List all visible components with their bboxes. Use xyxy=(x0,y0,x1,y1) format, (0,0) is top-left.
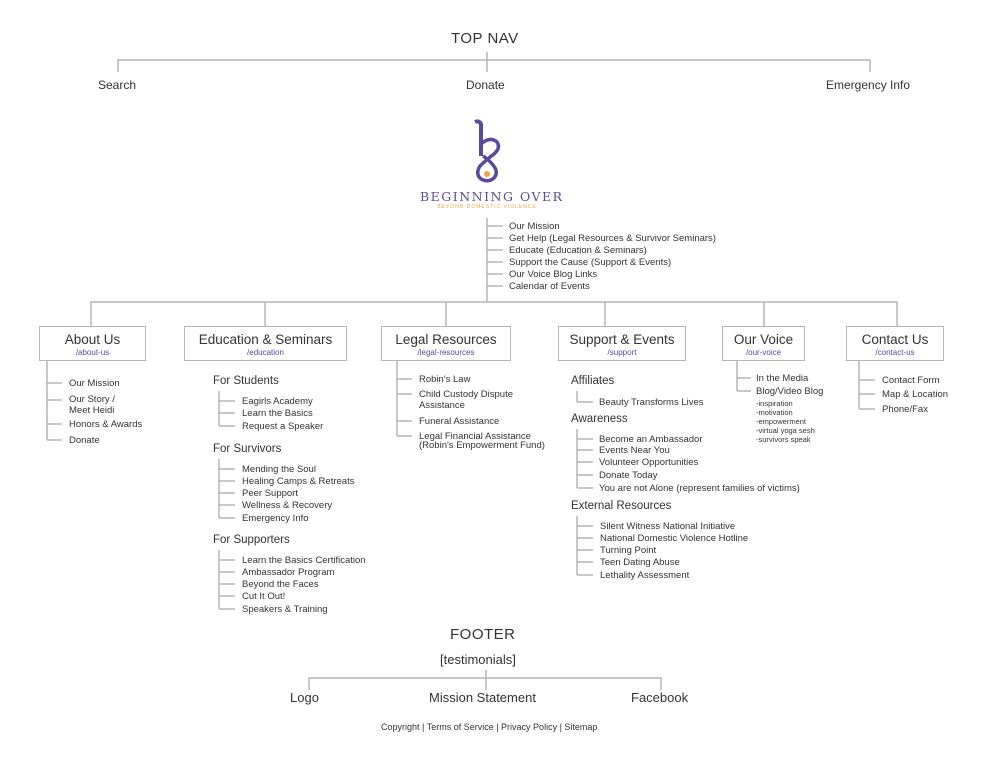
support-item[interactable]: Donate Today xyxy=(599,470,658,481)
education-item[interactable]: Emergency Info xyxy=(242,513,309,524)
legal-resources-url: /legal-resources xyxy=(417,348,475,357)
about-us-url: /about-us xyxy=(75,348,110,357)
about-meet-heidi[interactable]: Meet Heidi xyxy=(69,405,115,416)
education-item[interactable]: Learn the Basics Certification xyxy=(242,555,366,566)
voice-blog[interactable]: Blog/Video Blog xyxy=(756,386,824,397)
about-us-title: About Us xyxy=(64,332,121,347)
top-nav-search[interactable]: Search xyxy=(98,78,137,92)
voice-tag[interactable]: -motivation xyxy=(756,408,793,417)
logo-mark-icon xyxy=(474,119,501,183)
contact-us-url: /contact-us xyxy=(875,348,915,357)
support-item[interactable]: Lethality Assessment xyxy=(600,570,690,581)
about-honors-awards[interactable]: Honors & Awards xyxy=(69,419,143,430)
education-item[interactable]: Learn the Basics xyxy=(242,408,313,419)
legal-child-custody[interactable]: Child Custody Dispute xyxy=(419,389,513,400)
education-item[interactable]: Ambassador Program xyxy=(242,567,335,578)
support-events-box[interactable]: Support & Events /support xyxy=(558,326,686,361)
about-us-box[interactable]: About Us /about-us xyxy=(39,326,146,361)
home-link-our-voice-blog[interactable]: Our Voice Blog Links xyxy=(509,269,598,280)
education-group-supporters: For Supporters xyxy=(213,534,290,546)
beginning-over-logo[interactable]: BEGINNING OVER BEYOND DOMESTIC VIOLENCE xyxy=(420,118,564,210)
education-group-students: For Students xyxy=(213,375,279,387)
education-url: /education xyxy=(247,348,284,357)
top-nav-donate[interactable]: Donate xyxy=(466,78,505,92)
education-box[interactable]: Education & Seminars /education xyxy=(184,326,347,361)
support-events-url: /support xyxy=(607,348,637,357)
home-link-our-mission[interactable]: Our Mission xyxy=(509,221,560,232)
education-item[interactable]: Mending the Soul xyxy=(242,464,316,475)
legal-resources-title: Legal Resources xyxy=(395,332,497,347)
contact-us-title: Contact Us xyxy=(861,332,929,347)
home-link-support-cause[interactable]: Support the Cause (Support & Events) xyxy=(509,257,672,268)
education-item[interactable]: Cut It Out! xyxy=(242,591,286,602)
education-item[interactable]: Request a Speaker xyxy=(242,421,324,432)
support-item[interactable]: Events Near You xyxy=(599,445,670,456)
footer-testimonials: [testimonials] xyxy=(440,652,516,667)
home-link-educate[interactable]: Educate (Education & Seminars) xyxy=(509,245,647,256)
education-title: Education & Seminars xyxy=(198,332,333,347)
footer-logo[interactable]: Logo xyxy=(290,690,319,705)
voice-tag[interactable]: -empowerment xyxy=(756,417,807,426)
about-our-story[interactable]: Our Story / xyxy=(69,394,115,405)
home-link-calendar[interactable]: Calendar of Events xyxy=(509,281,590,292)
education-item[interactable]: Beyond the Faces xyxy=(242,579,319,590)
legal-resources-box[interactable]: Legal Resources /legal-resources xyxy=(381,326,511,361)
education-item[interactable]: Speakers & Training xyxy=(242,604,328,615)
education-group-survivors: For Survivors xyxy=(213,443,282,455)
support-item[interactable]: You are not Alone (represent families of… xyxy=(599,483,800,494)
support-item[interactable]: Become an Ambassador xyxy=(599,434,703,445)
top-nav-emergency-info[interactable]: Emergency Info xyxy=(826,78,911,92)
education-item[interactable]: Peer Support xyxy=(242,488,298,499)
contact-us-box[interactable]: Contact Us /contact-us xyxy=(846,326,944,361)
support-group-affiliates: Affiliates xyxy=(571,375,615,387)
voice-tag[interactable]: -survivors speak xyxy=(756,435,811,444)
support-item[interactable]: Volunteer Opportunities xyxy=(599,457,699,468)
footer-facebook[interactable]: Facebook xyxy=(631,690,689,705)
support-item[interactable]: Turning Point xyxy=(600,545,657,556)
legal-robins-law[interactable]: Robin's Law xyxy=(419,374,471,385)
voice-in-the-media[interactable]: In the Media xyxy=(756,373,809,384)
logo-name: BEGINNING OVER xyxy=(420,189,564,204)
about-our-mission[interactable]: Our Mission xyxy=(69,378,120,389)
support-item[interactable]: Beauty Transforms Lives xyxy=(599,397,704,408)
logo-tagline: BEYOND DOMESTIC VIOLENCE xyxy=(437,204,537,210)
support-item[interactable]: Teen Dating Abuse xyxy=(600,557,680,568)
legal-funeral-assistance[interactable]: Funeral Assistance xyxy=(419,416,500,427)
footer-copyright-links[interactable]: Copyright | Terms of Service | Privacy P… xyxy=(381,722,598,732)
legal-empowerment-fund[interactable]: (Robin's Empowerment Fund) xyxy=(419,440,545,451)
voice-tag[interactable]: -inspiration xyxy=(756,399,793,408)
contact-phone-fax[interactable]: Phone/Fax xyxy=(882,404,928,415)
support-item[interactable]: National Domestic Violence Hotline xyxy=(600,533,749,544)
home-link-get-help[interactable]: Get Help (Legal Resources & Survivor Sem… xyxy=(509,233,716,244)
top-nav-heading: TOP NAV xyxy=(451,30,519,47)
our-voice-box[interactable]: Our Voice /our-voice xyxy=(722,326,805,361)
education-item[interactable]: Healing Camps & Retreats xyxy=(242,476,355,487)
voice-tag[interactable]: -virtual yoga sesh xyxy=(756,426,815,435)
our-voice-title: Our Voice xyxy=(733,332,794,347)
footer-mission-statement[interactable]: Mission Statement xyxy=(429,690,536,705)
our-voice-url: /our-voice xyxy=(745,348,782,357)
support-group-external: External Resources xyxy=(571,500,672,512)
education-item[interactable]: Wellness & Recovery xyxy=(242,500,333,511)
footer-heading: FOOTER xyxy=(450,626,516,643)
legal-financial-assistance[interactable]: Legal Financial Assistance xyxy=(419,431,531,442)
support-item[interactable]: Silent Witness National Initiative xyxy=(600,521,736,532)
about-donate[interactable]: Donate xyxy=(69,435,100,446)
legal-child-custody-cont[interactable]: Assistance xyxy=(419,400,465,411)
contact-form[interactable]: Contact Form xyxy=(882,375,940,386)
support-group-awareness: Awareness xyxy=(571,413,628,425)
support-events-title: Support & Events xyxy=(569,332,675,347)
contact-map-location[interactable]: Map & Location xyxy=(882,389,949,400)
education-item[interactable]: Eagirls Academy xyxy=(242,396,313,407)
